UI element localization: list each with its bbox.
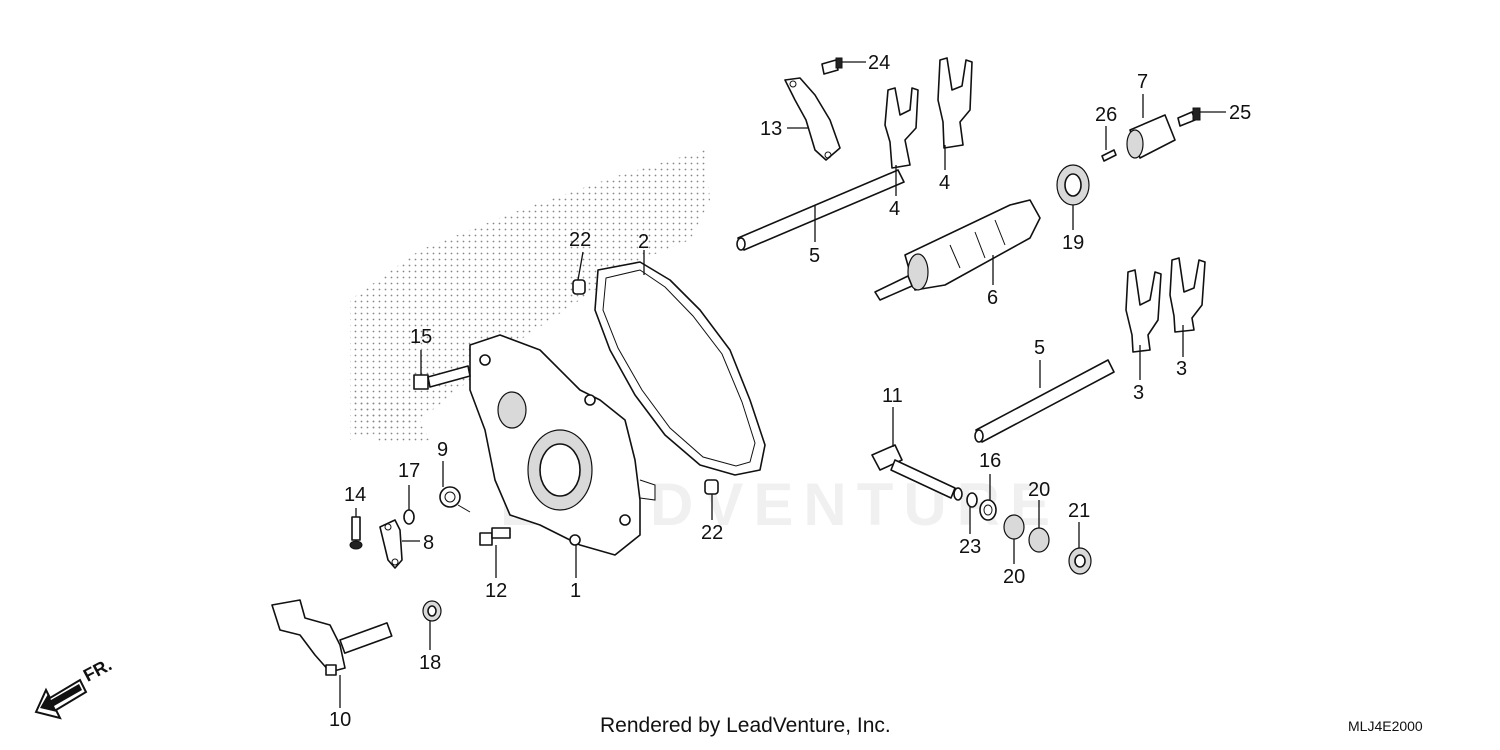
callout-5-lower: 5 xyxy=(1034,337,1045,359)
callout-8: 8 xyxy=(423,532,434,554)
part-4-shift-fork-a[interactable] xyxy=(884,87,919,169)
part-25-bolt[interactable] xyxy=(1177,107,1201,127)
part-20-bushing-b[interactable] xyxy=(1028,527,1050,553)
callout-18: 18 xyxy=(419,652,441,674)
callout-2: 2 xyxy=(638,231,649,253)
part-23-o-ring[interactable] xyxy=(966,492,978,508)
callout-15: 15 xyxy=(410,326,432,348)
leader-lines xyxy=(339,61,1226,708)
callout-20-b: 20 xyxy=(1028,479,1050,501)
callout-16: 16 xyxy=(979,450,1001,472)
part-4-shift-fork-b[interactable] xyxy=(937,57,973,149)
part-24-bolt[interactable] xyxy=(821,57,843,75)
part-17-washer[interactable] xyxy=(403,509,415,525)
part-16-washer[interactable] xyxy=(979,499,997,521)
part-15-bolt[interactable] xyxy=(413,365,471,390)
part-22-dowel-upper[interactable] xyxy=(572,279,586,295)
callout-25: 25 xyxy=(1229,102,1251,124)
callout-22-upper: 22 xyxy=(569,229,591,251)
callout-21: 21 xyxy=(1068,500,1090,522)
engine-silhouette xyxy=(350,150,710,445)
callout-3-a: 3 xyxy=(1133,382,1144,404)
callout-26: 26 xyxy=(1095,104,1117,126)
callout-19: 19 xyxy=(1062,232,1084,254)
part-11-shift-spindle[interactable] xyxy=(871,444,963,501)
callout-22-lower: 22 xyxy=(701,522,723,544)
part-19-bearing[interactable] xyxy=(1056,164,1090,206)
callout-4-a: 4 xyxy=(889,198,900,220)
callout-1: 1 xyxy=(570,580,581,602)
render-credit: Rendered by LeadVenture, Inc. xyxy=(600,714,891,737)
part-13-stopper-plate[interactable] xyxy=(784,77,841,161)
callout-23: 23 xyxy=(959,536,981,558)
callout-6: 6 xyxy=(987,287,998,309)
part-26-pin[interactable] xyxy=(1101,149,1117,162)
part-20-bushing-a[interactable] xyxy=(1003,514,1025,540)
part-8-arm[interactable] xyxy=(379,519,403,569)
callout-11: 11 xyxy=(882,385,903,407)
callout-3-b: 3 xyxy=(1176,358,1187,380)
callout-4-b: 4 xyxy=(939,172,950,194)
callout-10: 10 xyxy=(329,709,351,731)
part-6-shift-drum[interactable] xyxy=(874,199,1041,301)
front-arrow-icon xyxy=(34,678,88,720)
callout-24: 24 xyxy=(868,52,890,74)
diagram-code: MLJ4E2000 xyxy=(1348,718,1423,734)
callout-13: 13 xyxy=(760,118,782,140)
callout-12: 12 xyxy=(485,580,507,602)
part-7-drum-center[interactable] xyxy=(1126,114,1176,159)
part-21-seal[interactable] xyxy=(1068,547,1092,575)
part-22-dowel-lower[interactable] xyxy=(704,479,719,495)
part-14-bolt[interactable] xyxy=(349,516,363,550)
callout-7: 7 xyxy=(1137,71,1148,93)
part-10-shift-shaft[interactable] xyxy=(271,599,393,676)
callout-17: 17 xyxy=(398,460,420,482)
part-9-spring[interactable] xyxy=(439,486,471,513)
callout-20-a: 20 xyxy=(1003,566,1025,588)
part-3-shift-fork-b[interactable] xyxy=(1169,257,1206,333)
callout-14: 14 xyxy=(344,484,366,506)
part-1-cover[interactable] xyxy=(469,334,656,556)
part-12-stud[interactable] xyxy=(479,527,511,546)
part-5-shaft-upper[interactable] xyxy=(736,169,905,251)
part-5-shaft-lower[interactable] xyxy=(974,359,1115,443)
callout-9: 9 xyxy=(437,439,448,461)
part-18-bearing[interactable] xyxy=(422,600,442,622)
part-2-gasket[interactable] xyxy=(594,261,766,476)
callout-numbers: 1 2 3 3 4 4 5 5 6 7 8 9 10 11 12 13 14 1… xyxy=(329,52,1251,731)
part-3-shift-fork-a[interactable] xyxy=(1125,269,1162,353)
callout-5-upper: 5 xyxy=(809,245,820,267)
